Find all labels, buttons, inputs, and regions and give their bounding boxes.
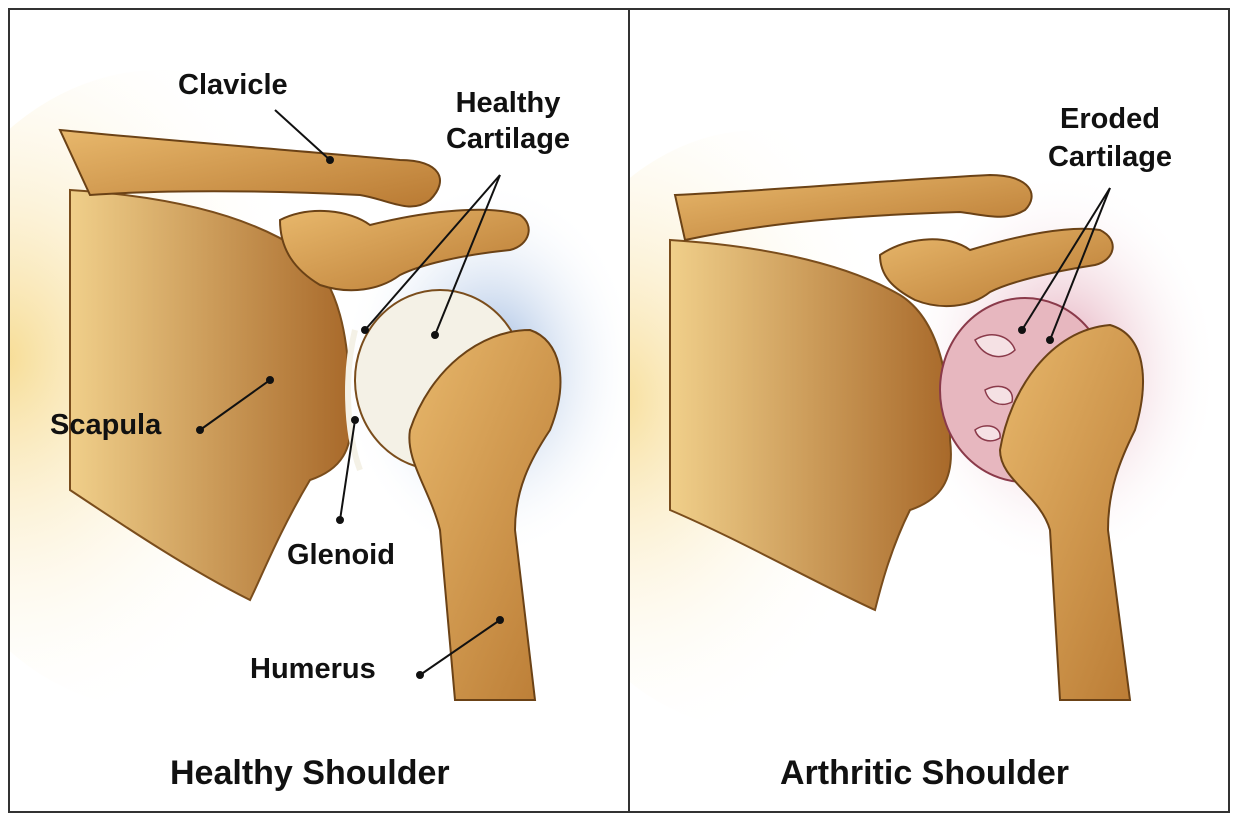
eroded-cartilage-label-line2: Cartilage — [1030, 140, 1190, 174]
eroded-cartilage-label-line1: Eroded — [1040, 102, 1180, 136]
arthritic-shoulder-panel: Eroded Cartilage Arthritic Shoulder — [630, 10, 1228, 811]
humerus-label: Humerus — [250, 652, 376, 686]
arthritic-shoulder-caption: Arthritic Shoulder — [780, 754, 1069, 793]
healthy-shoulder-caption: Healthy Shoulder — [170, 754, 450, 793]
clavicle-label: Clavicle — [178, 68, 288, 102]
glenoid-label: Glenoid — [287, 538, 395, 572]
healthy-cartilage-label-line1: Healthy — [438, 86, 578, 120]
scapula-label: Scapula — [50, 408, 161, 442]
healthy-cartilage-label-line2: Cartilage — [428, 122, 588, 156]
healthy-shoulder-panel: Clavicle Healthy Cartilage Scapula Gleno… — [10, 10, 628, 811]
